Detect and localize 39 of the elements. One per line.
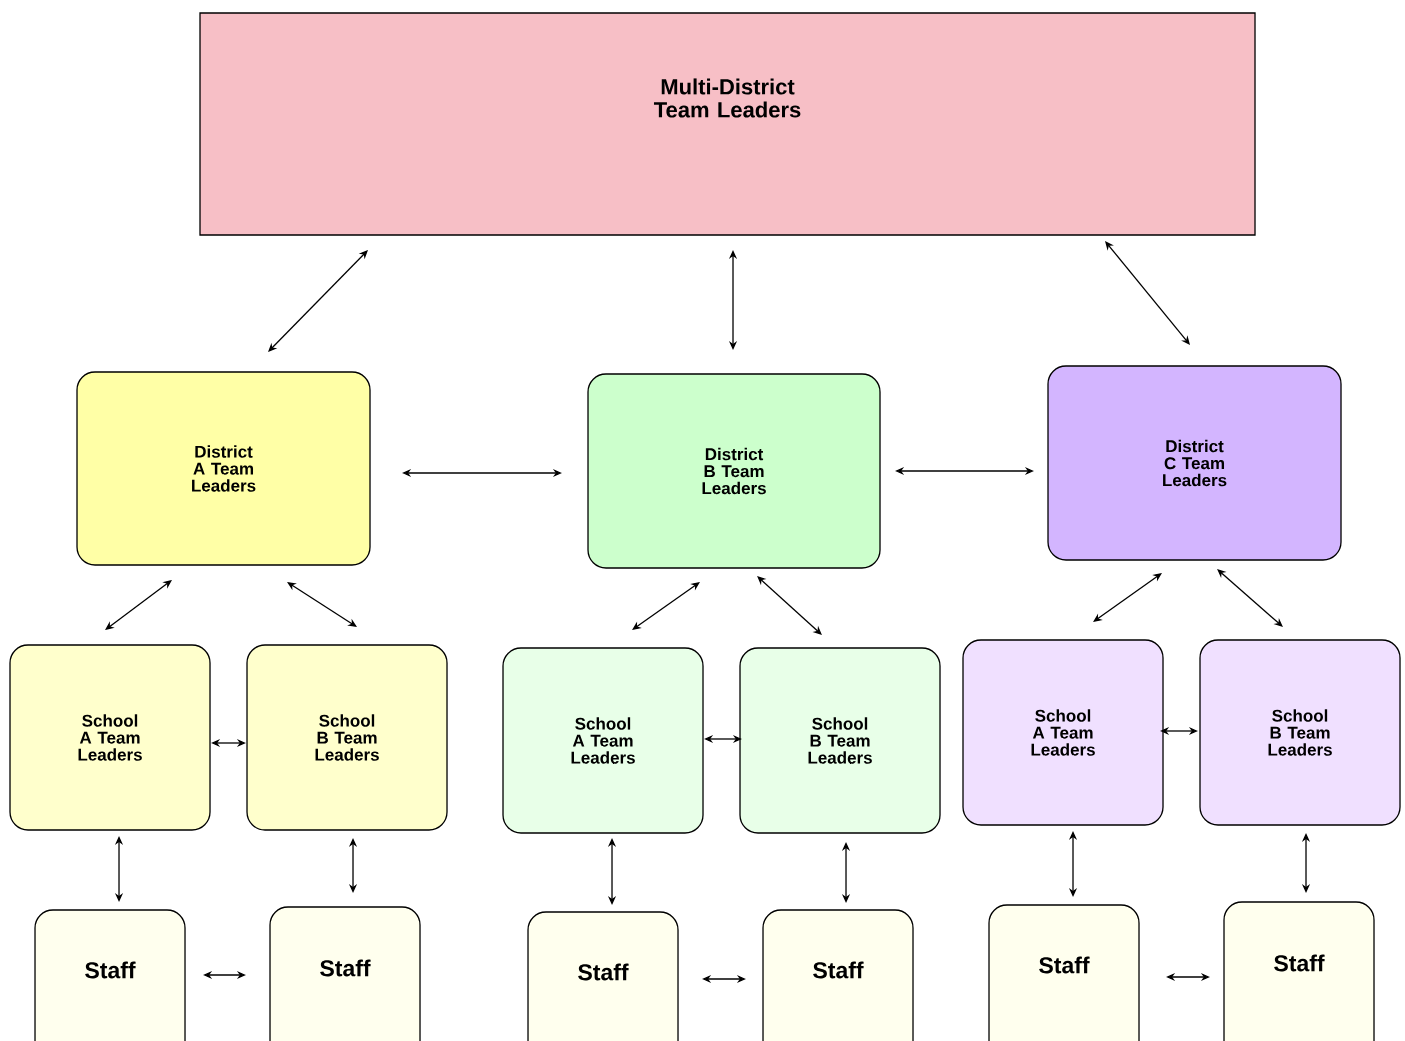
arrow bbox=[268, 250, 368, 352]
district-box: District C Team Leaders bbox=[1047, 365, 1342, 561]
arrow bbox=[895, 466, 1034, 476]
arrow bbox=[607, 838, 617, 905]
arrow bbox=[757, 576, 822, 635]
arrow bbox=[1068, 831, 1078, 897]
arrow bbox=[1093, 573, 1162, 622]
arrow bbox=[702, 974, 746, 984]
district-box: District B Team Leaders bbox=[587, 373, 881, 569]
arrow bbox=[704, 734, 742, 744]
title-box: Multi-District Team Leaders bbox=[199, 12, 1256, 236]
arrow bbox=[105, 580, 172, 630]
arrow bbox=[1301, 833, 1311, 893]
school-box: School B Team Leaders bbox=[739, 647, 941, 834]
arrow bbox=[1160, 726, 1198, 736]
arrow bbox=[203, 970, 246, 980]
staff-box: Staff bbox=[527, 911, 679, 1041]
staff-box: Staff bbox=[1223, 901, 1375, 1041]
staff-box: Staff bbox=[34, 909, 186, 1041]
arrow bbox=[402, 468, 562, 478]
staff-box: Staff bbox=[988, 904, 1140, 1041]
arrow bbox=[211, 738, 246, 748]
staff-box: Staff bbox=[269, 906, 421, 1041]
arrow bbox=[841, 842, 851, 903]
school-box: School A Team Leaders bbox=[502, 647, 704, 834]
school-box: School A Team Leaders bbox=[962, 639, 1164, 826]
arrow bbox=[1217, 569, 1283, 627]
arrow bbox=[114, 836, 124, 902]
school-box: School B Team Leaders bbox=[246, 644, 448, 831]
school-box: School B Team Leaders bbox=[1199, 639, 1401, 826]
arrow bbox=[348, 838, 358, 893]
arrow bbox=[632, 582, 700, 630]
arrow bbox=[1105, 241, 1190, 345]
staff-box: Staff bbox=[762, 909, 914, 1041]
arrow bbox=[1166, 972, 1210, 982]
school-box: School A Team Leaders bbox=[9, 644, 211, 831]
arrow bbox=[728, 250, 738, 350]
arrow bbox=[287, 582, 357, 627]
district-box: District A Team Leaders bbox=[76, 371, 371, 566]
